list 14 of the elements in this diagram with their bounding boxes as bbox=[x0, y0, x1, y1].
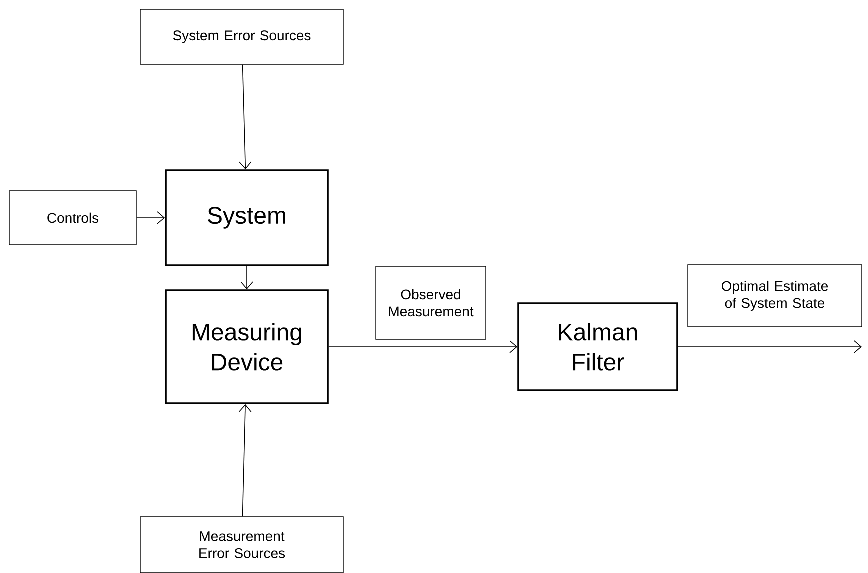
text-box: Controls bbox=[9, 190, 137, 246]
arrow bbox=[328, 340, 518, 354]
text-box: Measurement Error Sources bbox=[140, 516, 344, 573]
process-box: Kalman Filter bbox=[518, 302, 678, 392]
arrow bbox=[136, 212, 166, 224]
process-box: Measuring Device bbox=[165, 290, 329, 404]
arrow bbox=[678, 340, 862, 354]
arrow bbox=[239, 64, 252, 170]
arrow bbox=[240, 266, 254, 290]
process-box: System bbox=[165, 170, 329, 266]
arrow bbox=[238, 404, 252, 518]
text-box: Optimal Estimate of System State bbox=[688, 264, 862, 328]
text-box: Observed Measurement bbox=[376, 266, 486, 340]
text-box: System Error Sources bbox=[140, 9, 344, 65]
